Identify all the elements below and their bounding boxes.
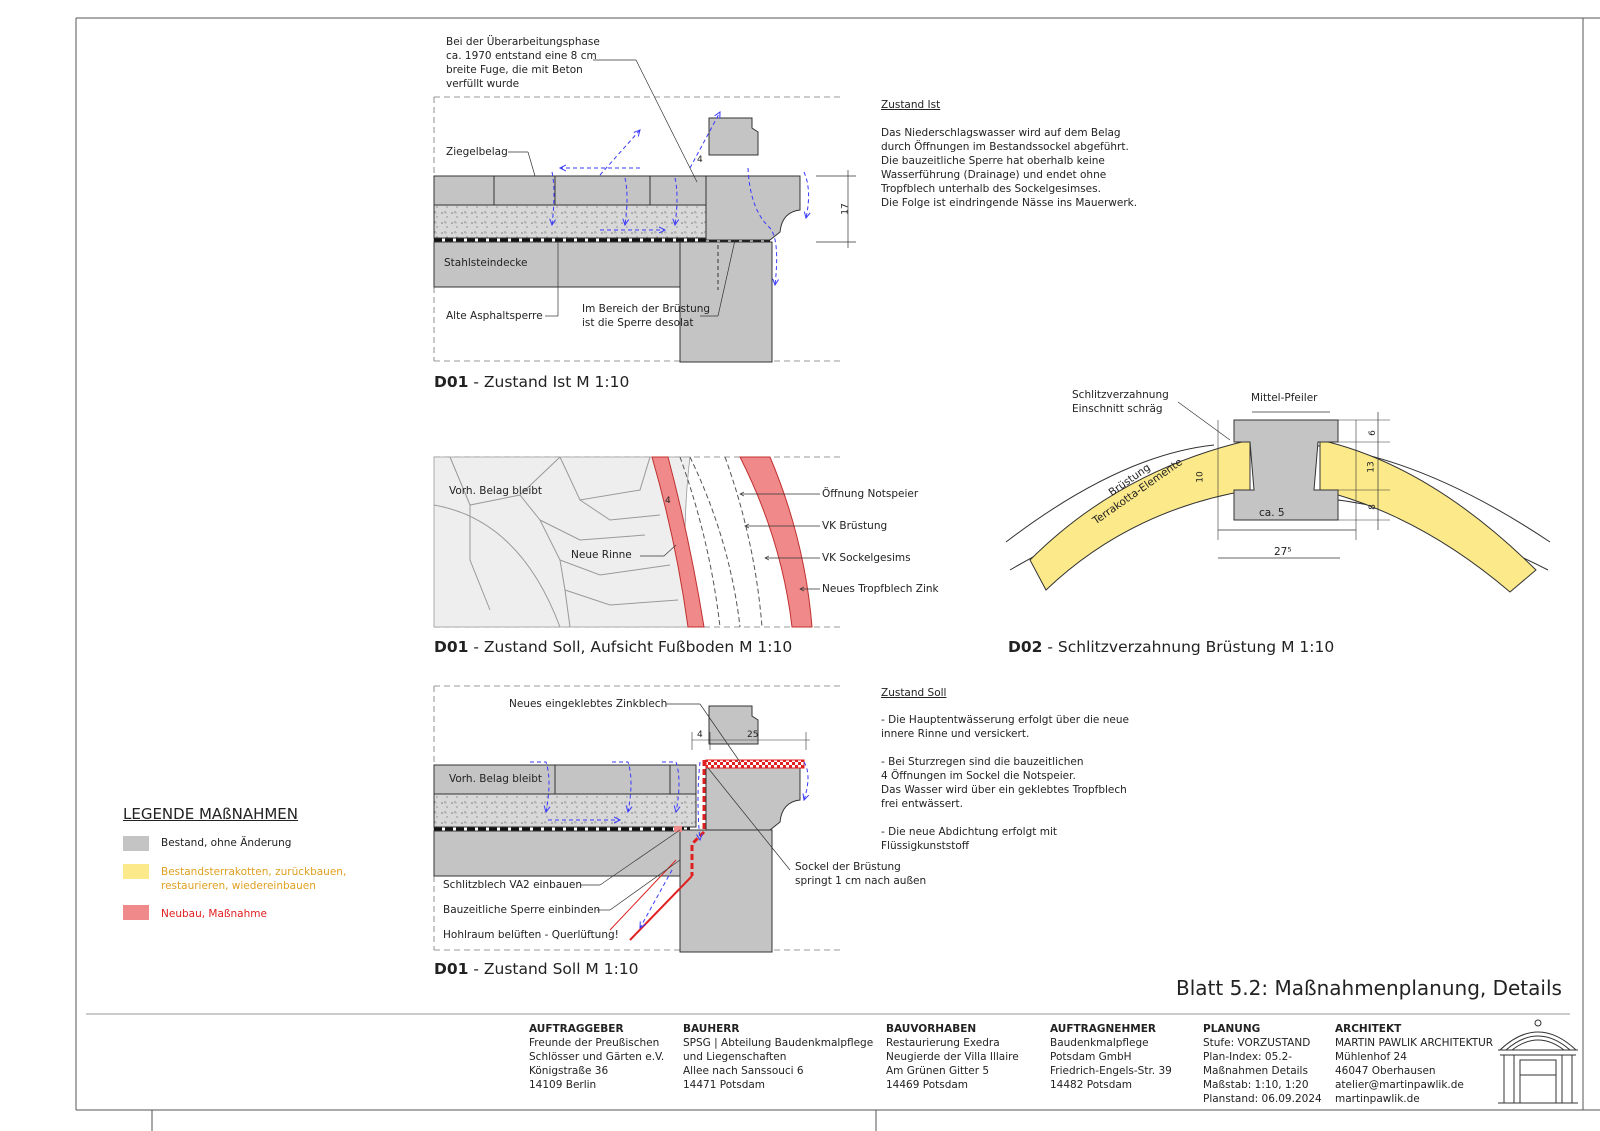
legend-label-terrakotta: Bestandsterrakotten, zurückbauen, restau… <box>161 866 347 892</box>
label-vk-sockelgesims: VK Sockelgesims <box>822 552 911 564</box>
legend-title: LEGENDE MAßNAHMEN <box>123 805 299 823</box>
zustand-soll-heading: Zustand Soll <box>881 687 947 699</box>
label-alte-asphaltsperre: Alte Asphaltsperre <box>446 310 543 322</box>
dim-27-5: 27⁵ <box>1274 546 1292 558</box>
label-neue-rinne: Neue Rinne <box>571 549 632 561</box>
detail-d02 <box>1005 401 1551 593</box>
note-fuge: Bei der Überarbeitungsphase ca. 1970 ent… <box>446 36 600 90</box>
label-mittel-pfeiler: Mittel-Pfeiler <box>1251 392 1318 404</box>
label-schlitzblech: Schlitzblech VA2 einbauen <box>443 879 582 891</box>
legend-swatch-terrakotta <box>123 864 149 879</box>
label-vorh-belag: Vorh. Belag bleibt <box>449 485 543 497</box>
label-sperre-desolat: Im Bereich der Brüstung ist die Sperre d… <box>582 303 711 329</box>
label-schlitzverzahnung: Schlitzverzahnung Einschnitt schräg <box>1072 389 1169 415</box>
exedra-logo <box>1498 1019 1578 1104</box>
dim-8: 8 <box>1367 504 1378 510</box>
legend-label-neubau: Neubau, Maßnahme <box>161 908 267 920</box>
dim-13: 13 <box>1366 461 1377 473</box>
label-vorh-belag-soll: Vorh. Belag bleibt <box>449 773 543 785</box>
sheet-title: Blatt 5.2: Maßnahmenplanung, Details <box>1176 976 1562 1000</box>
dim-4-aufsicht: 4 <box>665 496 671 506</box>
label-hohlraum: Hohlraum belüften - Querlüftung! <box>443 929 619 941</box>
detail-d01-soll <box>433 685 840 953</box>
legend-swatch-neubau <box>123 905 149 920</box>
zustand-ist-heading: Zustand Ist <box>881 99 941 111</box>
label-tropfblech: Neues Tropfblech Zink <box>822 583 939 595</box>
dim-10: 10 <box>1195 471 1206 483</box>
label-vk-bruestung: VK Brüstung <box>822 520 888 532</box>
label-sockel-springt: Sockel der Brüstung springt 1 cm nach au… <box>795 861 927 887</box>
sheet-frame <box>75 17 1600 1131</box>
label-ziegelbelag: Ziegelbelag <box>446 146 508 158</box>
dim-ca5: ca. 5 <box>1259 507 1285 519</box>
legend-label-bestand: Bestand, ohne Änderung <box>161 837 292 849</box>
dim-4: 4 <box>697 155 703 165</box>
dim-25: 25 <box>747 730 759 740</box>
detail-d01-ist <box>433 59 856 363</box>
label-oeffnung-notspeier: Öffnung Notspeier <box>822 488 919 500</box>
caption-d01-aufsicht: D01 - Zustand Soll, Aufsicht Fußboden M … <box>434 638 793 656</box>
tb-auftraggeber: AUFTRAGGEBER Freunde der Preußischen Sch… <box>529 1023 665 1091</box>
dim-4-soll: 4 <box>697 730 703 740</box>
caption-d02: D02 - Schlitzverzahnung Brüstung M 1:10 <box>1008 638 1335 656</box>
tb-bauherr: BAUHERR SPSG | Abteilung Baudenkmalpfleg… <box>683 1023 874 1091</box>
dim-17: 17 <box>840 203 851 215</box>
tb-auftragnehmer: AUFTRAGNEHMER Baudenkmalpflege Potsdam G… <box>1050 1023 1172 1091</box>
caption-d01-soll: D01 - Zustand Soll M 1:10 <box>434 960 639 978</box>
tb-planung: PLANUNG Stufe: VORZUSTAND Plan-Index: 05… <box>1203 1023 1322 1105</box>
detail-d01-aufsicht <box>433 456 840 628</box>
dim-6: 6 <box>1367 430 1378 436</box>
label-zinkblech: Neues eingeklebtes Zinkblech <box>509 698 668 710</box>
legend-swatch-bestand <box>123 836 149 851</box>
caption-d01-ist: D01 - Zustand Ist M 1:10 <box>434 373 630 391</box>
zustand-soll-text: - Die Hauptentwässerung erfolgt über die… <box>881 714 1129 852</box>
label-bauzeitliche-sperre: Bauzeitliche Sperre einbinden <box>443 904 601 916</box>
label-stahlsteindecke: Stahlsteindecke <box>444 257 528 269</box>
tb-bauvorhaben: BAUVORHABEN Restaurierung Exedra Neugier… <box>886 1023 1019 1091</box>
zustand-ist-text: Das Niederschlagswasser wird auf dem Bel… <box>881 127 1138 209</box>
tb-architekt: ARCHITEKT MARTIN PAWLIK ARCHITEKTUR Mühl… <box>1335 1023 1494 1105</box>
